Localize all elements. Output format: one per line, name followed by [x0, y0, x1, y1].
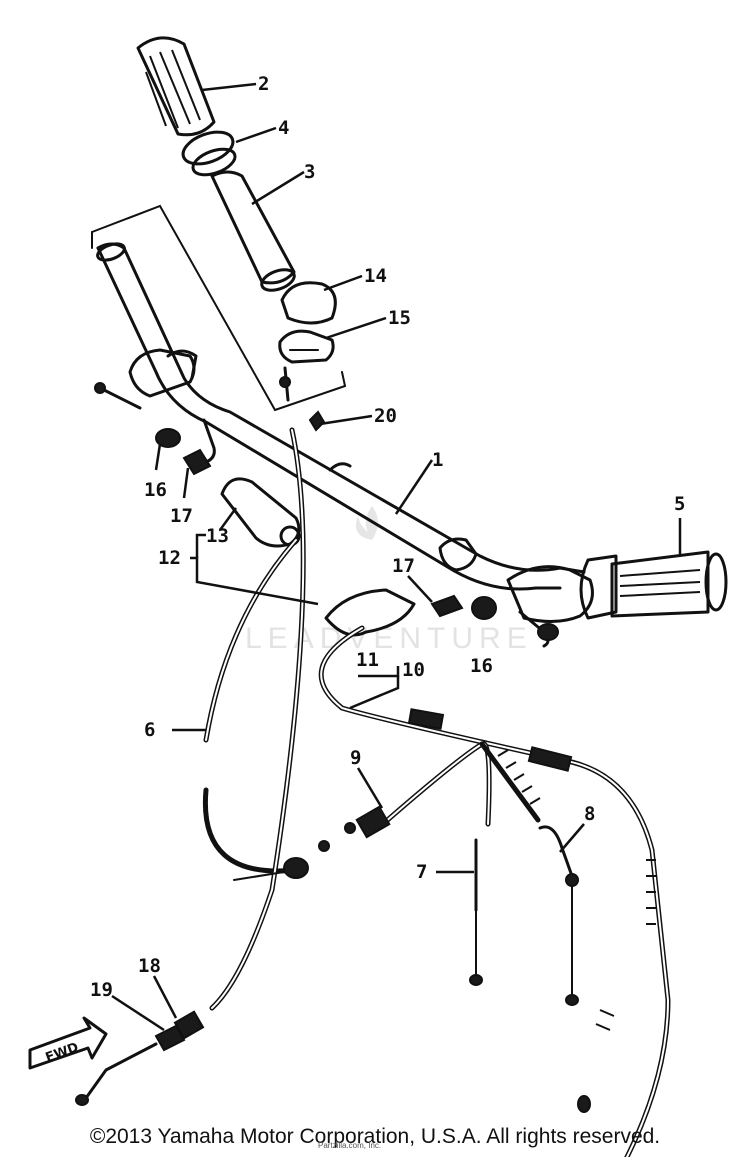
clutch-lever-assembly[interactable]	[506, 565, 594, 648]
cable-end-8[interactable]	[538, 825, 579, 1006]
adjuster-nut-left[interactable]	[155, 428, 181, 448]
callout-labels: 2 4 3 14 15 20 1 16 17 13 12 5 17 16 11 …	[90, 73, 685, 1001]
callout-15: 15	[388, 307, 411, 329]
callout-11: 11	[356, 649, 379, 671]
adjuster-nut-right[interactable]	[471, 596, 497, 620]
grip-top[interactable]	[136, 36, 216, 137]
adjuster-screw-left[interactable]	[182, 448, 212, 476]
callout-7: 7	[416, 861, 427, 883]
callout-3: 3	[304, 161, 315, 183]
throttle-tube[interactable]	[210, 170, 297, 294]
callout-20: 20	[374, 405, 397, 427]
screw-20[interactable]	[308, 410, 326, 432]
callout-12: 12	[158, 547, 181, 569]
cable-end-7[interactable]	[469, 838, 483, 986]
callout-1: 1	[432, 449, 443, 471]
copyright-notice: ©2013 Yamaha Motor Corporation, U.S.A. A…	[89, 1125, 661, 1148]
callout-14: 14	[364, 265, 387, 287]
handlebar-tube[interactable]	[95, 241, 586, 591]
cable-adjuster-19[interactable]	[75, 1024, 186, 1106]
callout-17-right: 17	[392, 555, 415, 577]
exploded-bracket	[91, 204, 346, 412]
handlebar-clamp-left[interactable]	[94, 348, 198, 410]
throttle-clamp[interactable]	[278, 329, 335, 364]
callout-2: 2	[258, 73, 269, 95]
handlebar-clamp-right[interactable]	[438, 537, 478, 572]
callout-leaders	[111, 82, 682, 1032]
callout-18: 18	[138, 955, 161, 977]
callout-16-left: 16	[144, 479, 167, 501]
adjuster-screw-right[interactable]	[430, 594, 464, 618]
callout-10: 10	[402, 659, 425, 681]
screw-15[interactable]	[279, 366, 291, 402]
throttle-housing[interactable]	[280, 281, 337, 325]
cable-main[interactable]	[209, 427, 356, 1011]
forward-arrow-icon: FWD	[28, 1016, 108, 1070]
callout-4: 4	[278, 117, 289, 139]
cable-junction-9[interactable]	[355, 741, 541, 839]
callout-6: 6	[144, 719, 155, 741]
grip-right[interactable]	[579, 550, 728, 620]
clutch-cable-10[interactable]	[318, 625, 671, 1157]
callout-19: 19	[90, 979, 113, 1001]
callout-5: 5	[674, 493, 685, 515]
callout-16-right: 16	[470, 655, 493, 677]
lever-cover-11[interactable]	[324, 588, 416, 637]
callout-8: 8	[584, 803, 595, 825]
footer-watermark: Partzilla.com, Inc.	[318, 1141, 382, 1150]
callout-9: 9	[350, 747, 361, 769]
callout-17-left: 17	[170, 505, 193, 527]
callout-13: 13	[206, 525, 229, 547]
